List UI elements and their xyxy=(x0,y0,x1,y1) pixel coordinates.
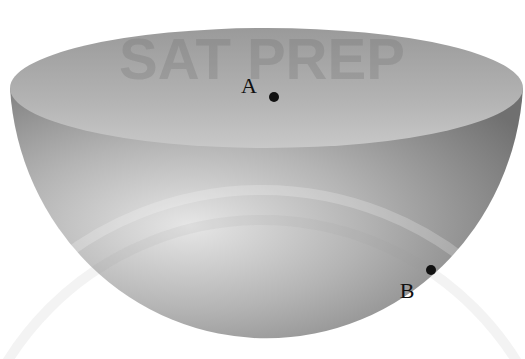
point-dot xyxy=(269,92,279,102)
watermark-logo xyxy=(0,190,525,359)
point-label: A xyxy=(241,73,257,99)
watermark: SAT PREP xyxy=(119,25,405,92)
point-dot xyxy=(426,265,436,275)
point-label: B xyxy=(400,278,415,304)
